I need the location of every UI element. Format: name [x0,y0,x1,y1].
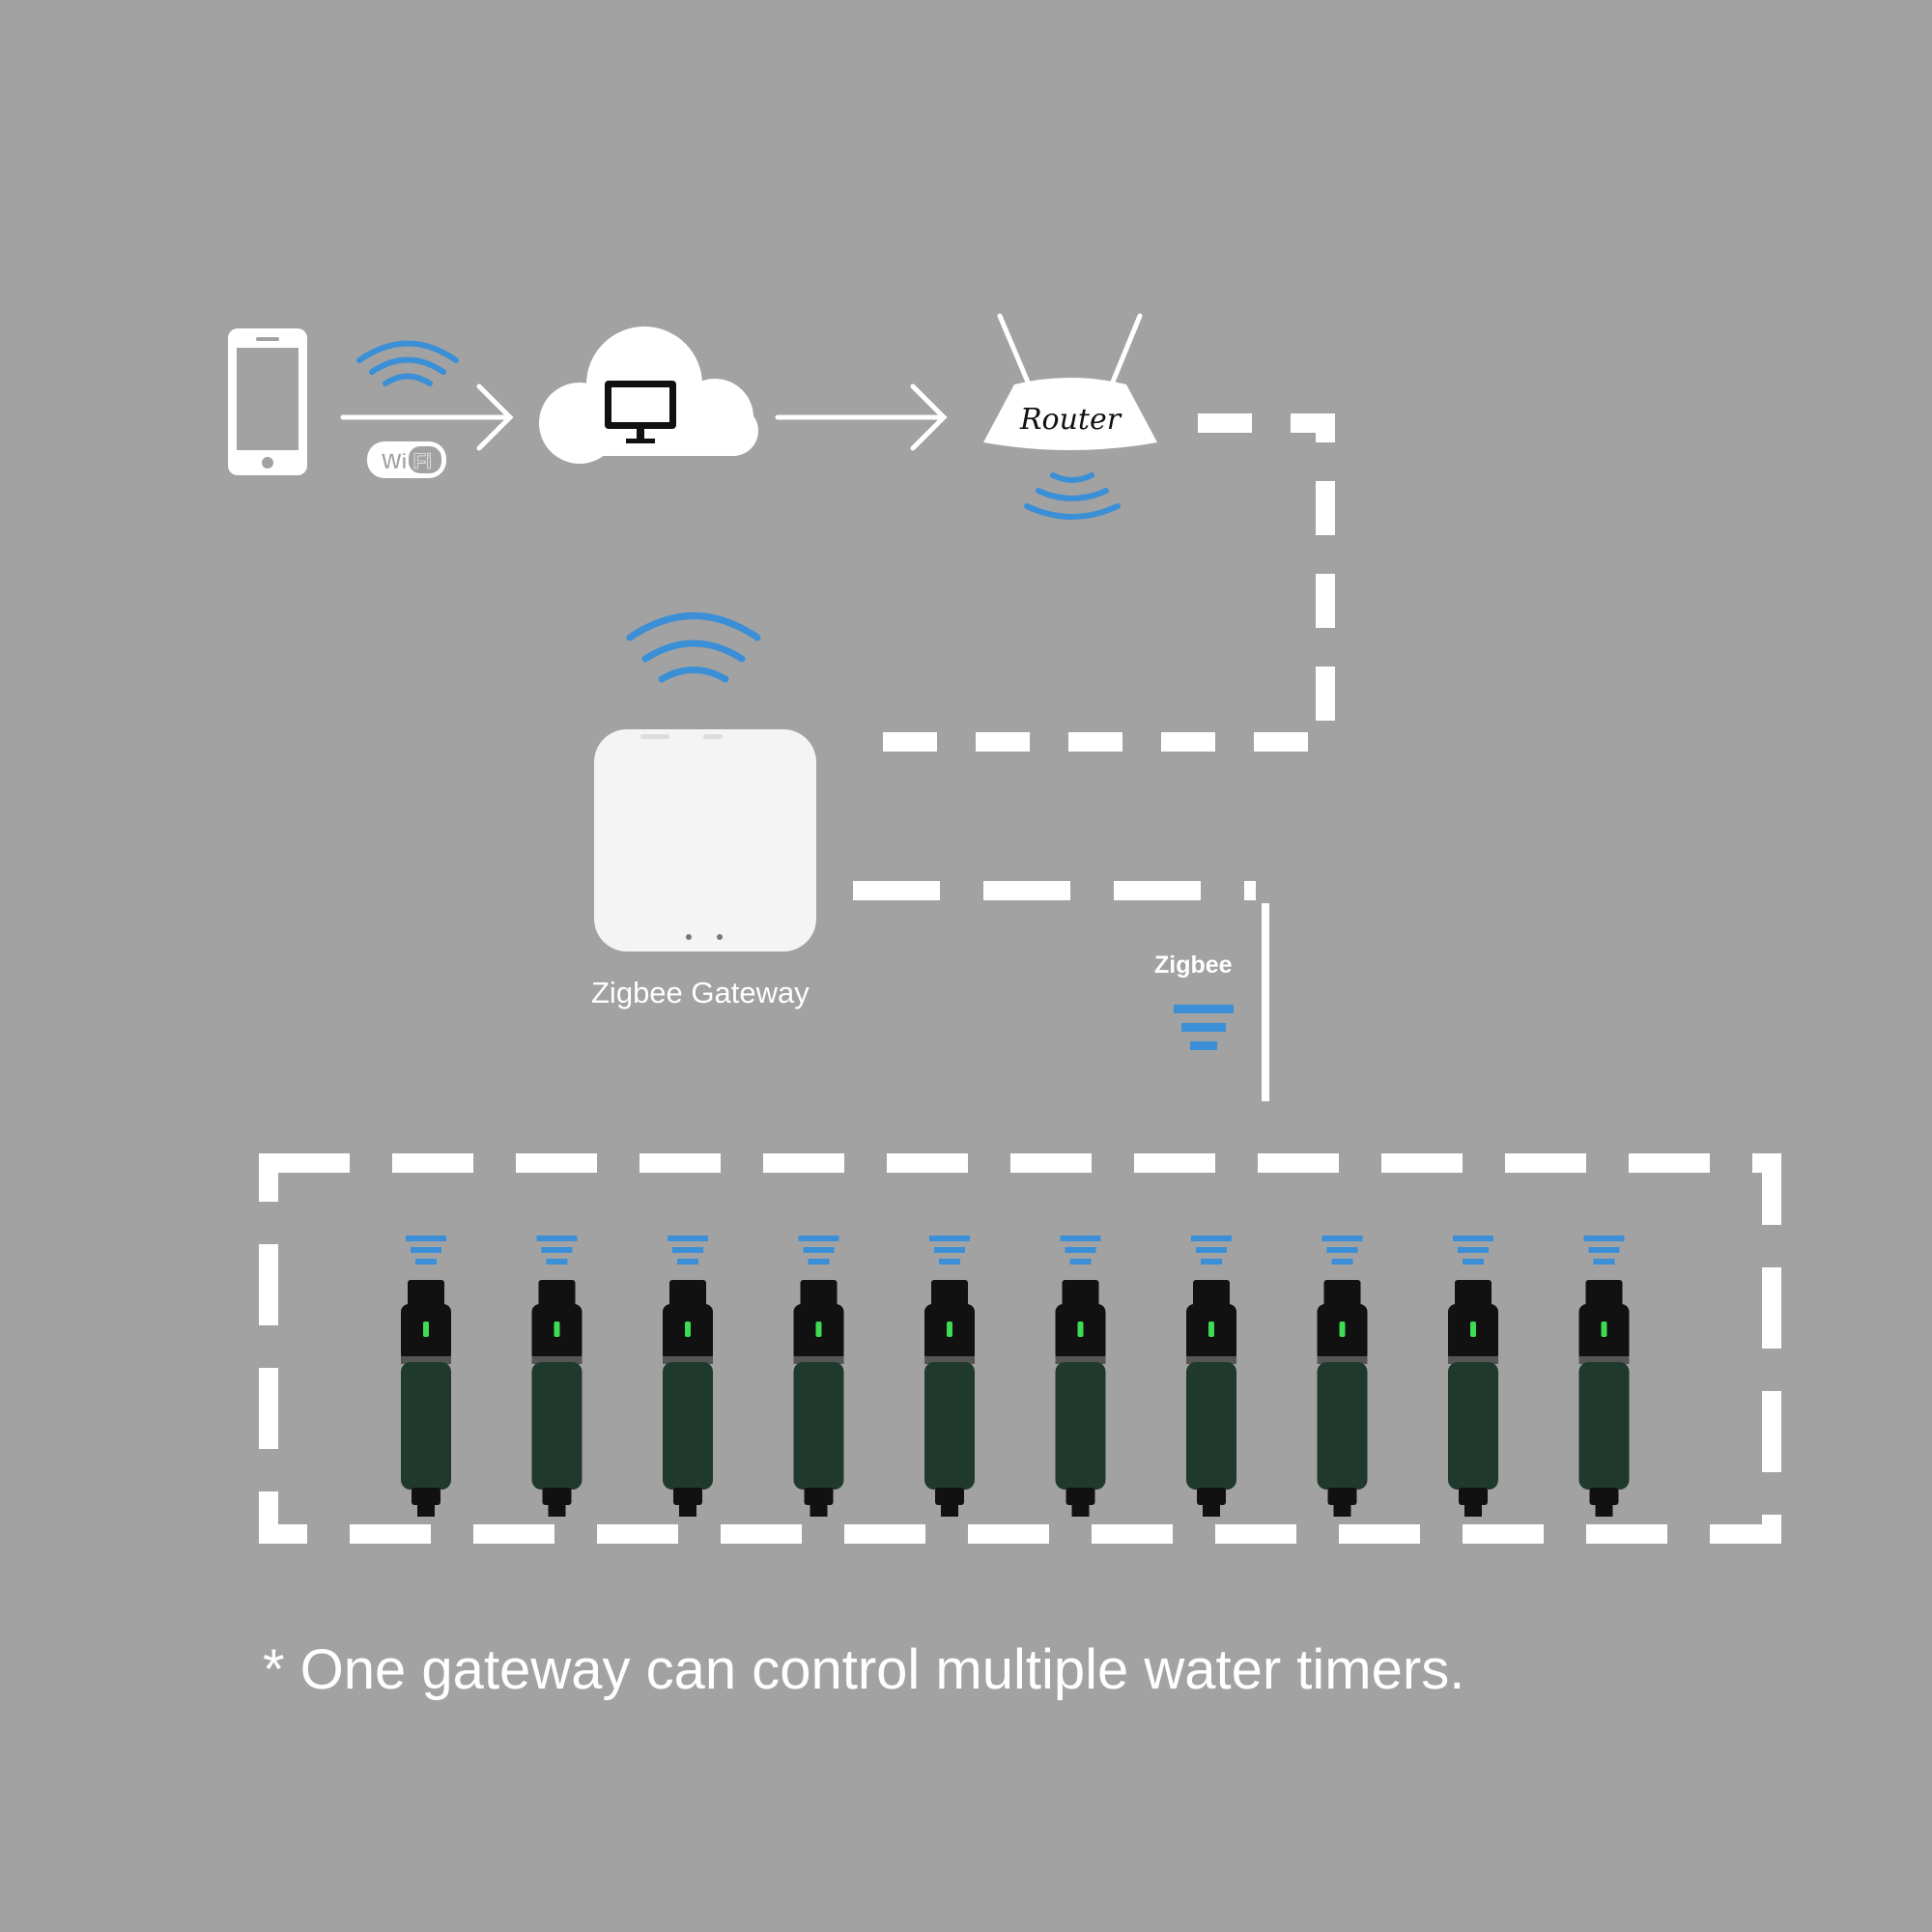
water-timer-signal-icon [1191,1236,1232,1264]
water-timer-icon [401,1236,451,1517]
water-timer-icon [531,1236,582,1517]
wifi-signal-icon [356,340,459,386]
router-icon: Router [983,313,1157,450]
water-timer-signal-icon [1060,1236,1101,1264]
arrow-cloud-to-router [775,384,948,451]
phone-icon [228,328,307,475]
arrow-phone-to-cloud [340,384,514,451]
link-router-to-gateway [874,413,1335,752]
router-label: Router [1019,403,1122,437]
water-timer-signal-icon [929,1236,970,1264]
water-timer-icon [1055,1236,1106,1517]
water-timer-icon [924,1236,975,1517]
water-timer-icon [1578,1236,1630,1517]
water-timer-signal-icon [1453,1236,1493,1264]
footnote: * One gateway can control multiple water… [263,1638,1465,1701]
zigbee-gateway-icon [594,729,816,952]
water-timer-row [401,1236,1630,1517]
timer-group-box [259,1153,1781,1544]
water-timer-signal-icon [1321,1236,1363,1264]
wifi-badge-label: Wi Fi [382,449,432,473]
water-timer-signal-icon [668,1236,708,1264]
water-timer-icon [793,1236,844,1517]
zigbee-signal-icon [1174,1005,1234,1050]
zigbee-label: Zigbee [1154,952,1233,979]
router-signal-icon [1024,472,1121,520]
water-timer-icon [1317,1236,1368,1517]
water-timer-signal-icon [1583,1236,1625,1264]
gateway-wifi-icon [626,612,761,683]
water-timer-signal-icon [406,1236,446,1264]
wifi-badge-icon: Wi Fi [367,441,446,478]
cloud-server-icon [539,327,758,464]
water-timer-icon [1448,1236,1498,1517]
water-timer-icon [1186,1236,1236,1517]
link-gateway-to-zigbee [853,881,1269,1101]
gateway-label: Zigbee Gateway [591,976,810,1009]
water-timer-signal-icon [536,1236,578,1264]
water-timer-signal-icon [798,1236,839,1264]
water-timer-icon [663,1236,713,1517]
